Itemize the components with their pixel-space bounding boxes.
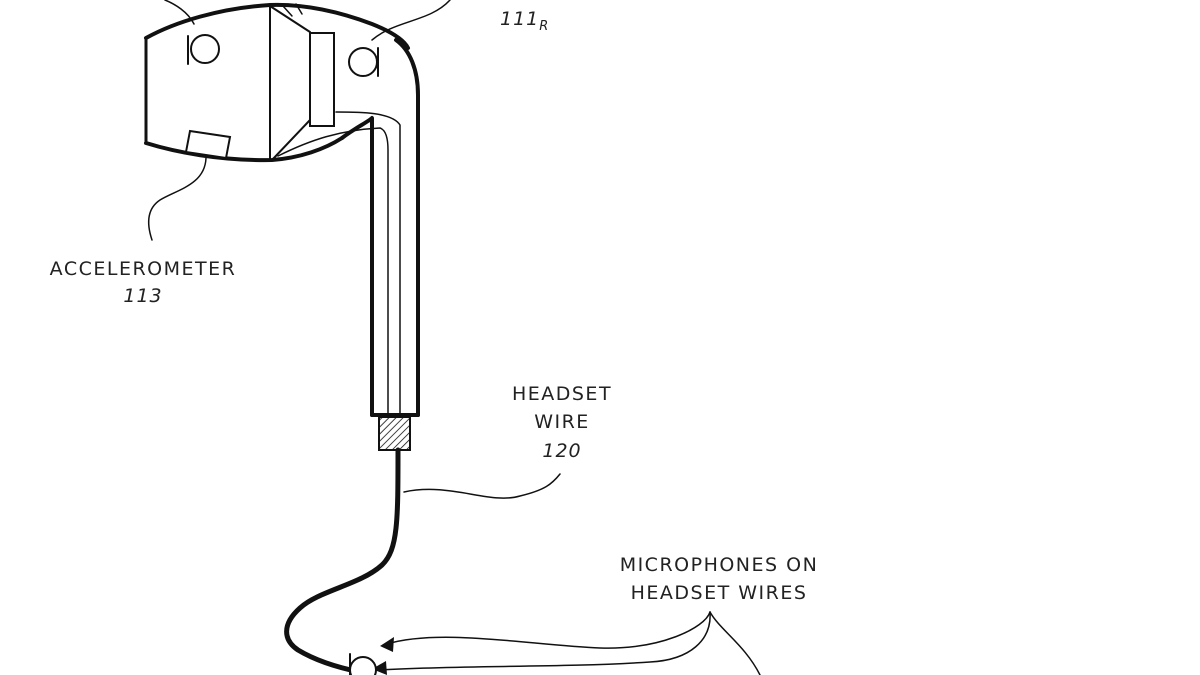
accelerometer-ref: 113	[123, 285, 162, 307]
strain-relief	[378, 416, 411, 451]
headset-wire-label-line1: HEADSET	[512, 383, 612, 405]
microphones-label-line2: HEADSET WIRES	[631, 582, 808, 604]
earbud-mic-right	[348, 47, 378, 77]
accelerometer-label: ACCELEROMETER	[50, 258, 237, 280]
earbud	[144, 2, 420, 451]
stem-outer-right	[394, 38, 420, 417]
headset-wire-ref: 120	[542, 440, 581, 462]
leader-lines	[148, 0, 761, 675]
earbud-mic-left	[190, 34, 220, 64]
headset-wire-label-line2: WIRE	[534, 411, 590, 433]
microphones-label-line1: MICROPHONES ON	[620, 554, 819, 576]
driver-grille	[309, 32, 335, 127]
accelerometer-block	[184, 129, 232, 160]
speaker-ref-label: 111R	[500, 8, 549, 34]
headset-wire	[284, 447, 401, 675]
stem-outer-left	[340, 116, 374, 417]
wire-mic-1	[349, 656, 377, 675]
earbud-shell-bottom	[144, 136, 344, 163]
driver-housing	[269, 5, 311, 161]
